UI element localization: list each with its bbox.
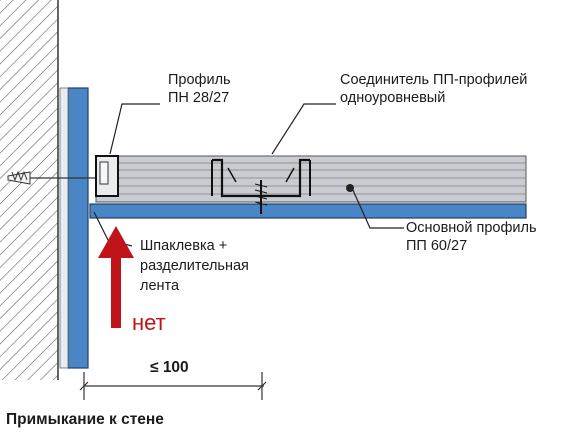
dimension-line: [79, 372, 267, 400]
label-connector-2: одноуровневый: [340, 90, 445, 106]
label-connector-1: Соединитель ПП-профилей: [340, 72, 527, 88]
label-profile-pn-2: ПН 28/27: [168, 90, 229, 106]
label-putty-1: Шпаклевка +: [140, 238, 227, 254]
label-main-profile-1: Основной профиль: [406, 220, 537, 236]
label-negation: нет: [132, 310, 166, 335]
leader-lines: [93, 103, 404, 247]
wall: [0, 0, 59, 380]
label-main-profile-2: ПП 60/27: [406, 238, 467, 254]
caption-title: Примыкание к стене: [6, 411, 164, 428]
label-dimension: ≤ 100: [150, 359, 189, 376]
screw-icon: [254, 180, 268, 214]
up-arrow-icon: [98, 226, 134, 328]
main-profile-bar: [89, 203, 527, 219]
pn-profile: [95, 155, 119, 197]
label-putty-2: разделительная: [140, 258, 249, 274]
main-profile-marker: [346, 184, 354, 192]
label-profile-pn-1: Профиль: [168, 72, 231, 88]
wall-profile: [59, 87, 89, 369]
label-putty-3: лента: [140, 278, 180, 294]
dowel-screw-icon: [7, 170, 96, 185]
